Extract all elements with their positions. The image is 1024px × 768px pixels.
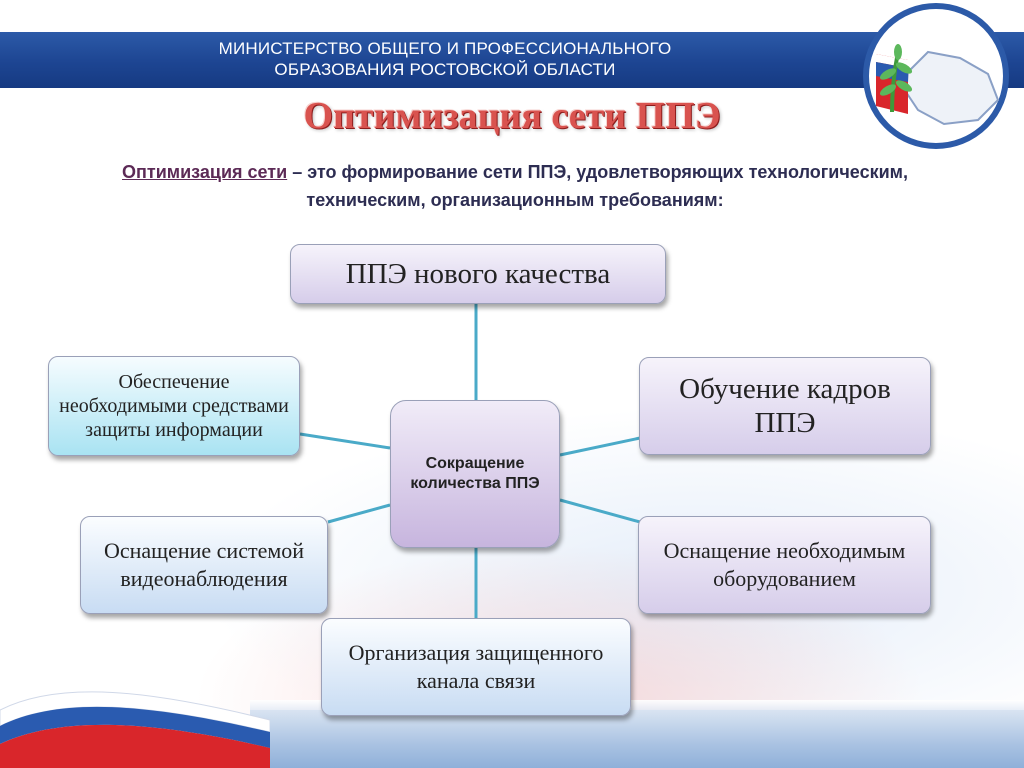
definition-body: – это формирование сети ППЭ, удовлетворя… [287,162,908,210]
connector-left-bottom [327,503,391,524]
node-right-bottom-label: Оснащение необходимым оборудованием [663,538,906,591]
header-bar [0,32,1024,88]
node-right-top: Обучение кадров ППЭ [639,357,931,455]
ministry-name: МИНИСТЕРСТВО ОБЩЕГО И ПРОФЕССИОНАЛЬНОГО … [150,38,740,80]
connector-right-bottom [559,498,641,524]
emblem-icon [863,3,1009,149]
node-right-bottom: Оснащение необходимым оборудованием [638,516,931,614]
node-top-label: ППЭ нового качества [345,257,611,290]
node-bottom: Организация защищенного канала связи [321,618,631,716]
definition-term: Оптимизация сети [122,162,288,182]
node-top: ППЭ нового качества [290,244,666,304]
page-title: Оптимизация сети ППЭ [303,95,721,137]
bottom-band [250,710,1024,768]
node-left-bottom-label: Оснащение системой видеонаблюдения [103,538,305,591]
node-bottom-label: Организация защищенного канала связи [348,640,604,693]
connector-right-top [559,436,641,457]
ministry-line-1: МИНИСТЕРСТВО ОБЩЕГО И ПРОФЕССИОНАЛЬНОГО [218,39,672,58]
tricolor-ribbon-icon [0,691,270,768]
node-center-label: Сокращение количества ППЭ [410,455,540,492]
ministry-line-2: ОБРАЗОВАНИЯ РОСТОВСКОЙ ОБЛАСТИ [274,60,616,79]
node-center: Сокращение количества ППЭ [390,400,560,548]
connector-left-top [299,432,391,450]
node-left-bottom: Оснащение системой видеонаблюдения [80,516,328,614]
definition-text: Оптимизация сети – это формирование сети… [110,158,920,214]
node-right-top-label: Обучение кадров ППЭ [679,373,891,439]
node-left-top: Обеспечение необходимыми средствами защи… [48,356,300,456]
node-left-top-label: Обеспечение необходимыми средствами защи… [59,371,289,441]
